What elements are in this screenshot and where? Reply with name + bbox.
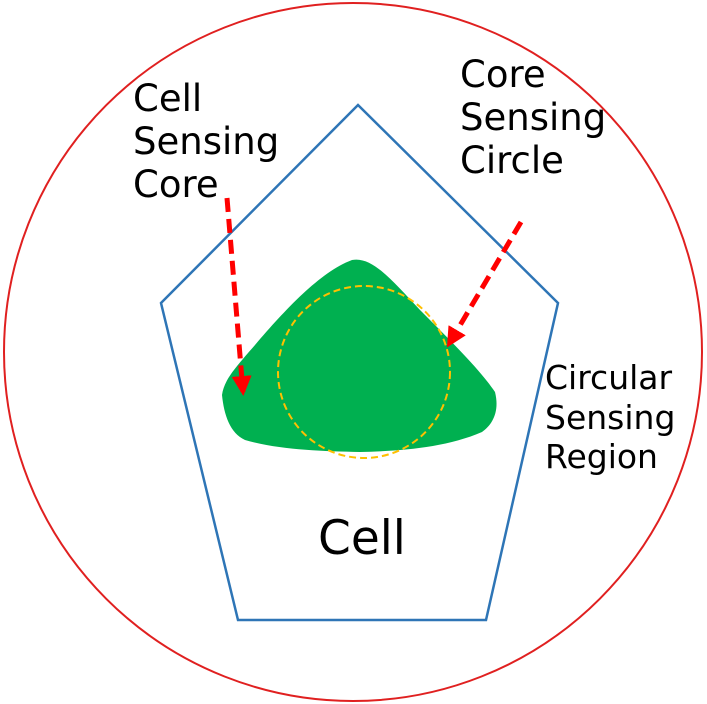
circular-sensing-region: [3, 2, 703, 702]
label-line: Region: [545, 437, 658, 477]
cell-sensing-core-shape: [222, 259, 497, 452]
label-cell: Cell: [318, 511, 406, 566]
label-line: Sensing: [133, 119, 280, 163]
label-core-sensing-circle: Core Sensing Circle: [460, 53, 607, 183]
label-line: Cell: [133, 77, 203, 120]
core-sensing-circle: [277, 285, 451, 459]
label-line: Sensing: [460, 95, 607, 139]
label-circular-sensing-region: Circular Sensing Region: [545, 358, 675, 477]
label-line: Core: [133, 162, 219, 206]
arrow-core-sensing-circle: [446, 220, 524, 348]
arrow-cell-sensing-core: [224, 197, 252, 396]
cell-pentagon: [159, 103, 560, 622]
label-line: Core: [460, 53, 546, 96]
label-cell-sensing-core: Cell Sensing Core: [133, 77, 280, 207]
label-line: Circle: [460, 138, 564, 182]
label-line: Circular: [545, 358, 673, 397]
label-line: Sensing: [545, 397, 676, 437]
